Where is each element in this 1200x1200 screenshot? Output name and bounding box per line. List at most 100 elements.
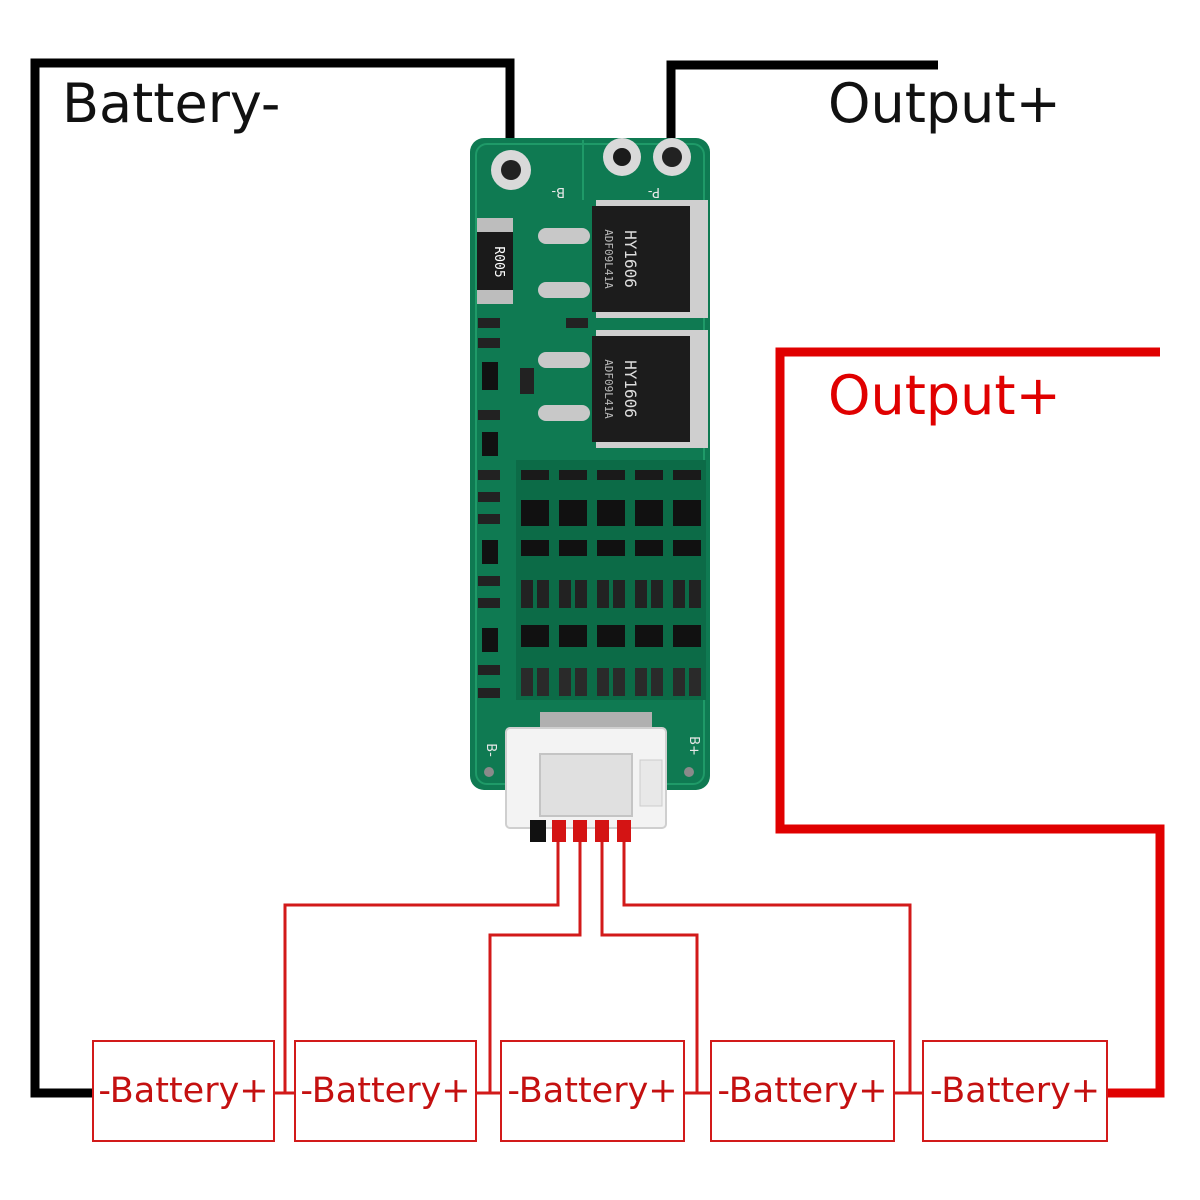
smd-part (689, 668, 701, 696)
battery-cell-3: -Battery+ (500, 1040, 685, 1142)
pad-b-minus-label: B- (551, 184, 565, 199)
smd-part (559, 470, 587, 480)
balance-connector (505, 712, 667, 842)
pad-p-minus-left-hole (613, 148, 631, 166)
shunt-resistor-cap-top (477, 218, 513, 232)
smd-part (575, 668, 587, 696)
smd-part (478, 470, 500, 480)
smd-part (566, 318, 588, 328)
smd-part (478, 318, 500, 328)
smd-part (559, 625, 587, 647)
pad-p-minus-right-hole (662, 147, 682, 167)
smd-part (482, 432, 498, 456)
shunt-resistor (477, 218, 513, 304)
connector-wire-red (617, 820, 631, 842)
smd-part (635, 470, 663, 480)
pad-b-minus-hole (501, 160, 521, 180)
smd-part (482, 628, 498, 652)
smd-part (673, 668, 685, 696)
smd-part (673, 500, 701, 526)
smd-part (537, 668, 549, 696)
battery-negative-label: Battery- (62, 72, 281, 135)
smd-part (635, 668, 647, 696)
smd-part (521, 580, 533, 608)
battery-negative-wire (30, 58, 515, 1098)
smd-part (521, 625, 549, 647)
smd-part (597, 625, 625, 647)
smd-part (597, 668, 609, 696)
smd-part (478, 492, 500, 502)
smd-part (613, 580, 625, 608)
smd-part (673, 540, 701, 556)
smd-part (651, 668, 663, 696)
balance-wire-4 (622, 835, 912, 1093)
connector-wire-red (595, 820, 609, 842)
smd-part (482, 540, 498, 564)
smd-part (537, 580, 549, 608)
smd-part (575, 580, 587, 608)
balance-wire-1 (283, 835, 560, 1093)
smd-part (673, 580, 685, 608)
balance-wire-3 (600, 835, 699, 1093)
balance-wires (283, 835, 912, 1093)
pad-p-minus-label: P- (647, 184, 660, 199)
smd-part (635, 580, 647, 608)
left-smd-column (478, 318, 588, 698)
shunt-resistor-cap-bottom (477, 290, 513, 304)
shunt-resistor-label: R005 (491, 246, 506, 277)
mosfet-upper-body (592, 206, 690, 312)
mosfet-pin (538, 405, 590, 421)
smd-part (597, 540, 625, 556)
mosfet-upper-marking-1: HY1606 (621, 230, 640, 288)
mosfet-lower-marking-1: HY1606 (621, 360, 640, 418)
mosfet-pins (538, 228, 590, 421)
smd-part (478, 514, 500, 524)
smd-part (559, 500, 587, 526)
balance-column-5 (673, 470, 701, 696)
connector-side-lip (639, 759, 663, 807)
mosfet-pin (538, 228, 590, 244)
smd-part (689, 580, 701, 608)
connector-mouth (539, 753, 633, 817)
connector-b-minus-label: B- (483, 743, 498, 757)
output-positive-red-label: Output+ (828, 364, 1061, 427)
mounting-hole-right (684, 767, 694, 777)
smd-part (613, 668, 625, 696)
smd-part (559, 668, 571, 696)
connector-wire-black (530, 820, 546, 842)
smd-part (478, 688, 500, 698)
smd-part (597, 470, 625, 480)
smd-part (651, 580, 663, 608)
mosfet-upper-marking-2: ADF09L41A (602, 229, 615, 289)
smd-part (559, 580, 571, 608)
smd-part (482, 362, 498, 390)
battery-cell-5: -Battery+ (922, 1040, 1108, 1142)
smd-part (635, 625, 663, 647)
smd-part (597, 580, 609, 608)
mosfet-lower-marking-2: ADF09L41A (602, 359, 615, 419)
smd-part (673, 625, 701, 647)
balance-column-1 (521, 470, 549, 696)
smd-part (478, 576, 500, 586)
smd-part (521, 540, 549, 556)
connector-wire-red (552, 820, 566, 842)
smd-part (478, 598, 500, 608)
balance-wire-2 (488, 835, 582, 1093)
smd-part (478, 665, 500, 675)
battery-cell-1: -Battery+ (92, 1040, 275, 1142)
smd-part (597, 500, 625, 526)
mosfet-pin (538, 352, 590, 368)
smd-part (521, 668, 533, 696)
mounting-hole-left (484, 767, 494, 777)
battery-cell-2: -Battery+ (294, 1040, 477, 1142)
smd-part (478, 338, 500, 348)
output-positive-top-label: Output+ (828, 72, 1061, 135)
smd-part (521, 470, 549, 480)
output-positive-red-wire (775, 347, 1165, 1098)
smd-part (673, 470, 701, 480)
connector-b-plus-label: B+ (686, 736, 701, 756)
smd-part (521, 500, 549, 526)
